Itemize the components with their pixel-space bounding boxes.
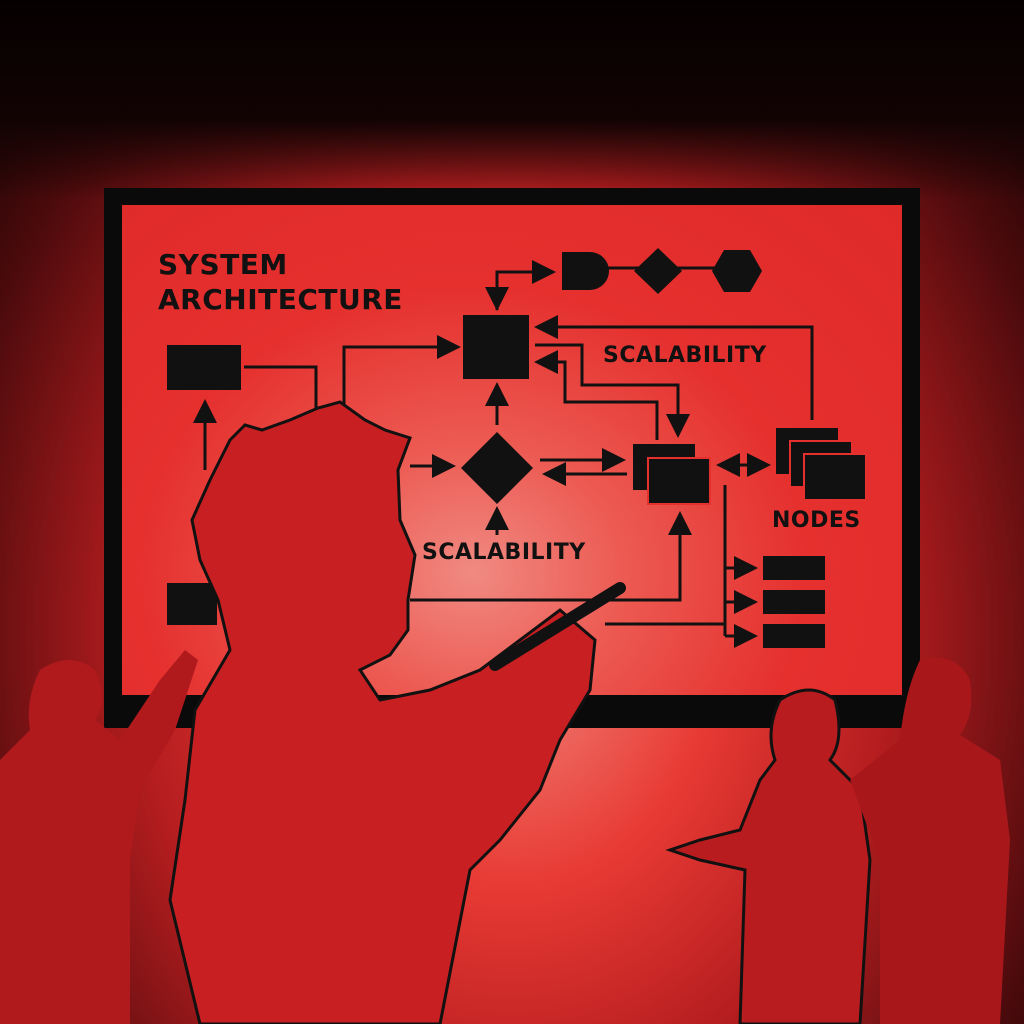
decision-diamond xyxy=(461,432,533,504)
diagram-title-line2: ARCHITECTURE xyxy=(158,283,403,316)
core-square xyxy=(463,315,529,379)
diagram-title-line1: SYSTEM xyxy=(158,248,288,281)
label-scalability-bottom: SCALABILITY xyxy=(422,540,586,565)
label-nodes: NODES xyxy=(772,508,861,533)
dark-backdrop xyxy=(0,0,1024,200)
component-box xyxy=(167,345,241,390)
label-scalability-top: SCALABILITY xyxy=(603,343,767,368)
